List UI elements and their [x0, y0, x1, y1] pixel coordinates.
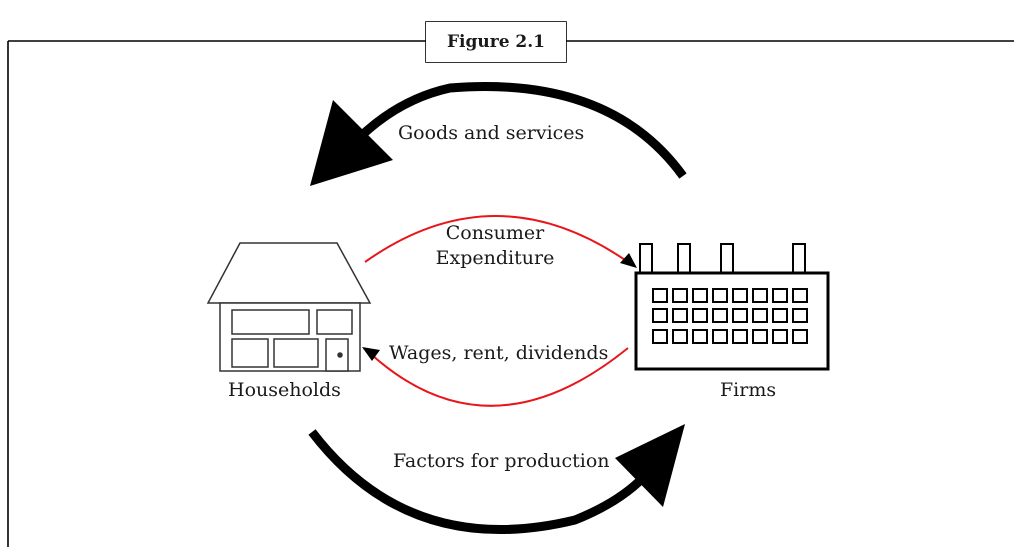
factors-for-production-label: Factors for production: [393, 450, 610, 472]
goods-and-services-label: Goods and services: [398, 122, 585, 144]
factory-icon: [634, 243, 830, 371]
wages-rent-dividends-label: Wages, rent, dividends: [389, 342, 609, 364]
consumer-expenditure-label-line1: Consumer: [445, 222, 545, 244]
factory-windows: [652, 288, 808, 344]
consumer-expenditure-label-line2: Expenditure: [435, 247, 555, 269]
house-icon: [206, 242, 372, 372]
goods-and-services-arrow: [310, 82, 687, 186]
consumer-expenditure-arrow: [364, 215, 637, 268]
wages-rent-dividends-arrow: [362, 347, 629, 407]
figure-title: Figure 2.1: [426, 22, 566, 62]
firms-label: Firms: [720, 379, 777, 401]
households-label: Households: [228, 379, 341, 401]
factors-for-production-arrow: [308, 424, 685, 534]
